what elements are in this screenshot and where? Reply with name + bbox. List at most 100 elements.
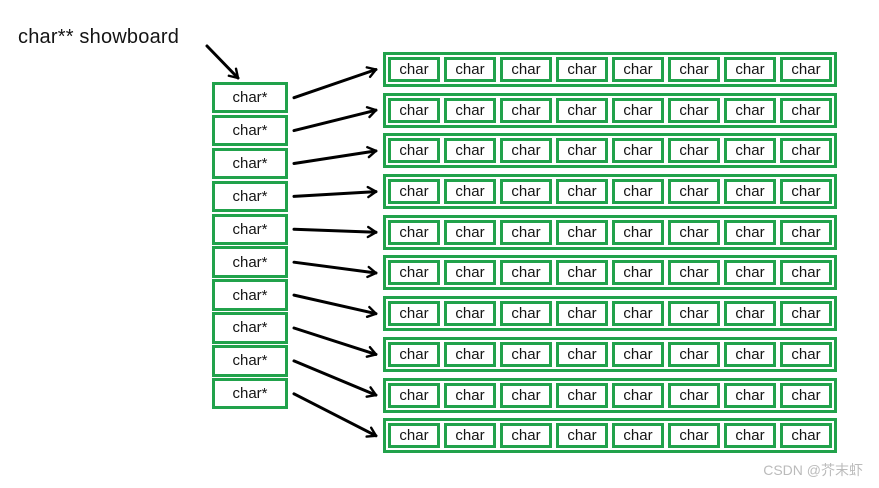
char-cell: char (388, 301, 440, 327)
char-cell: char (556, 97, 608, 123)
char-cell: char (780, 57, 832, 82)
char-cell: char (556, 260, 608, 286)
char-cell: char (388, 97, 440, 123)
char-cell: char (444, 57, 496, 82)
char-cell: char (500, 138, 552, 164)
char-cell: char (612, 219, 664, 245)
char-cell: char (668, 382, 720, 408)
char-cell: char (500, 179, 552, 205)
char-cell: char (388, 219, 440, 245)
char-cell: char (612, 179, 664, 205)
pointer-arrow (292, 225, 378, 239)
watermark: CSDN @芥末虾 (763, 462, 863, 478)
char-cell: char (724, 57, 776, 82)
char-cell: char (500, 97, 552, 123)
char-cell: char (556, 179, 608, 205)
pointer-arrow (205, 44, 240, 80)
char-cell: char (612, 57, 664, 82)
pointer-cell: char* (212, 312, 288, 344)
char-cell: char (500, 301, 552, 327)
char-cell: char (780, 138, 832, 164)
char-cell: char (500, 260, 552, 286)
char-cell: char (724, 179, 776, 205)
char-cell: char (780, 382, 832, 408)
char-cell: char (612, 301, 664, 327)
pointer-arrow (292, 293, 378, 319)
char-cell: char (780, 97, 832, 123)
char-cell: char (668, 260, 720, 286)
char-cell: char (668, 57, 720, 82)
char-cell: char (668, 97, 720, 123)
pointer-arrow (292, 260, 378, 279)
char-cell: char (780, 179, 832, 205)
char-cell: char (444, 301, 496, 327)
char-cell: char (780, 301, 832, 327)
char-cell: char (500, 57, 552, 82)
char-cell: char (388, 341, 440, 367)
char-cell: char (668, 423, 720, 449)
char-cell: char (556, 57, 608, 82)
char-cell: char (444, 382, 496, 408)
char-cell: char (444, 97, 496, 123)
char-cell: char (556, 423, 608, 449)
pointer-cell: char* (212, 246, 288, 278)
char-cell: char (388, 57, 440, 82)
pointer-cell: char* (212, 147, 288, 180)
char-cell: char (612, 260, 664, 286)
pointer-cell: char* (212, 180, 288, 213)
pointer-arrow (292, 66, 378, 100)
char-cell: char (612, 97, 664, 123)
char-cell: char (612, 138, 664, 164)
pointer-cell: char* (212, 345, 288, 377)
char-cell: char (556, 219, 608, 245)
char-cell: char (388, 382, 440, 408)
pointer-arrow (292, 106, 378, 133)
char-cell: char (388, 138, 440, 164)
char-cell: char (724, 382, 776, 408)
pointer-arrow (292, 145, 378, 165)
char-cell: char (556, 341, 608, 367)
char-cell: char (780, 260, 832, 286)
char-cell: char (612, 423, 664, 449)
pointer-cell: char* (212, 378, 288, 410)
char-cell: char (668, 219, 720, 245)
char-cell: char (388, 423, 440, 449)
pointer-array: char*char*char*char*char*char*char*char*… (212, 82, 288, 410)
char-cell: char (388, 179, 440, 205)
char-cell: char (724, 260, 776, 286)
char-cell: char (500, 423, 552, 449)
char-cell: char (444, 179, 496, 205)
char-cell: char (612, 382, 664, 408)
pointer-arrow (292, 359, 378, 398)
char-cell: char (780, 423, 832, 449)
pointer-arrow (292, 326, 378, 358)
char-cell: char (444, 138, 496, 164)
char-cell: char (612, 341, 664, 367)
pointer-arrow (292, 392, 378, 438)
char-cell: char (668, 341, 720, 367)
char-cell: char (724, 301, 776, 327)
char-cell: char (724, 423, 776, 449)
char-cell: char (444, 260, 496, 286)
char-cell: char (668, 138, 720, 164)
pointer-arrow (292, 185, 378, 199)
char-cell: char (724, 219, 776, 245)
pointer-cell: char* (212, 213, 288, 245)
char-cell: char (388, 260, 440, 286)
char-cell: char (556, 138, 608, 164)
char-cell: char (556, 301, 608, 327)
pointer-cell: char* (212, 279, 288, 311)
char-cell: char (500, 341, 552, 367)
char-cell: char (444, 219, 496, 245)
